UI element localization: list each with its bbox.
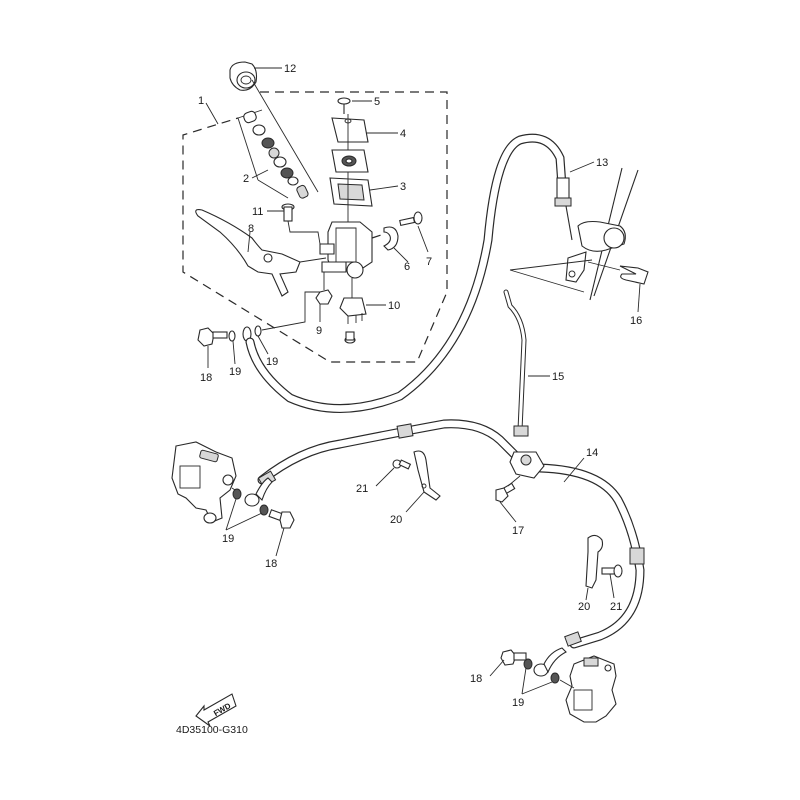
callout-13: 13 <box>596 157 608 169</box>
callout-2: 2 <box>243 173 249 185</box>
washer-left-1[interactable] <box>232 488 242 500</box>
leader-lines <box>205 67 641 695</box>
fwd-direction-arrow: FWD <box>195 693 237 727</box>
reservoir-cap-part[interactable] <box>331 117 369 143</box>
lever-nut-part[interactable] <box>315 289 333 305</box>
clip-guide-line <box>587 261 621 271</box>
diagram-code: 4D35100-G310 <box>176 724 248 736</box>
callout-19-right: 19 <box>512 697 524 709</box>
pivot-bolt-leader <box>287 220 321 245</box>
caliper-hose-joint-part[interactable] <box>565 220 626 283</box>
master-cylinder-body[interactable] <box>319 221 373 279</box>
boot-part[interactable] <box>229 61 258 91</box>
callout-18-right: 18 <box>470 673 482 685</box>
hose-joint-part[interactable] <box>509 451 545 479</box>
callout-4: 4 <box>400 128 406 140</box>
callout-17: 17 <box>512 525 524 537</box>
callout-21-left: 21 <box>356 483 368 495</box>
pivot-bolt-part[interactable] <box>281 203 295 222</box>
holder-bolt-part[interactable] <box>399 211 423 227</box>
callout-19-upper-1: 19 <box>229 366 241 378</box>
hose-clip-part[interactable] <box>619 265 649 285</box>
reservoir-plate-part[interactable] <box>329 177 373 207</box>
hose-upper-fitting <box>556 177 570 201</box>
callout-1: 1 <box>198 95 204 107</box>
piston-kit-part[interactable] <box>237 109 309 199</box>
callout-20-right: 20 <box>578 601 590 613</box>
callout-19-left: 19 <box>222 533 234 545</box>
brake-switch-part[interactable] <box>339 297 367 344</box>
holder-bolt-left-part[interactable] <box>392 459 412 470</box>
callout-16: 16 <box>630 315 642 327</box>
callout-6: 6 <box>404 261 410 273</box>
washer-left-2[interactable] <box>259 504 269 516</box>
pipe-fitting <box>513 425 529 437</box>
cap-screw-part[interactable] <box>337 97 351 114</box>
right-caliper-axis <box>559 679 575 689</box>
callout-21-right: 21 <box>610 601 622 613</box>
diaphragm-part[interactable] <box>331 149 369 173</box>
washer-right-1[interactable] <box>523 658 533 670</box>
left-caliper-part[interactable] <box>171 441 237 524</box>
hose-holder-right-part[interactable] <box>585 534 604 589</box>
callout-18-upper: 18 <box>200 372 212 384</box>
callout-10: 10 <box>388 300 400 312</box>
banjo-left[interactable] <box>244 477 273 507</box>
callout-7: 7 <box>426 256 432 268</box>
right-caliper-part[interactable] <box>565 655 617 723</box>
callout-12: 12 <box>284 63 296 75</box>
pipe-to-joint-guide <box>509 259 593 293</box>
hose-coupler <box>396 423 414 439</box>
joint-bolt-axis <box>507 475 521 487</box>
washer-right-2[interactable] <box>550 672 560 684</box>
hose-upper-nut <box>554 197 572 207</box>
washer-upper-2[interactable] <box>254 325 262 337</box>
union-bolt-upper[interactable] <box>197 327 228 347</box>
holder-axis-line <box>371 233 385 239</box>
callout-9: 9 <box>316 325 322 337</box>
brake-lever-part[interactable] <box>195 209 301 297</box>
hose-right-end-collar <box>564 631 582 647</box>
union-bolt-left[interactable] <box>268 509 295 529</box>
holder-part[interactable] <box>383 226 399 251</box>
union-bolt-right[interactable] <box>500 649 527 666</box>
hose-holder-left-part[interactable] <box>413 450 441 501</box>
callout-19-upper-2: 19 <box>266 356 278 368</box>
upper-union-leader <box>261 291 320 331</box>
callout-15: 15 <box>552 371 564 383</box>
callout-5: 5 <box>374 96 380 108</box>
lever-link-line <box>299 257 327 263</box>
callout-20-left: 20 <box>390 514 402 526</box>
washer-upper-1[interactable] <box>228 330 236 342</box>
holder-bolt-right-part[interactable] <box>601 564 623 578</box>
boot-axis-line <box>251 79 319 193</box>
callout-18-left: 18 <box>265 558 277 570</box>
callout-3: 3 <box>400 181 406 193</box>
joint-bolt-part[interactable] <box>495 482 516 503</box>
callout-8: 8 <box>248 223 254 235</box>
banjo-right[interactable] <box>533 647 567 677</box>
callout-14: 14 <box>586 447 598 459</box>
callout-11: 11 <box>252 206 263 218</box>
hose-13-axis <box>565 205 573 241</box>
hose-right-collar <box>629 547 645 565</box>
